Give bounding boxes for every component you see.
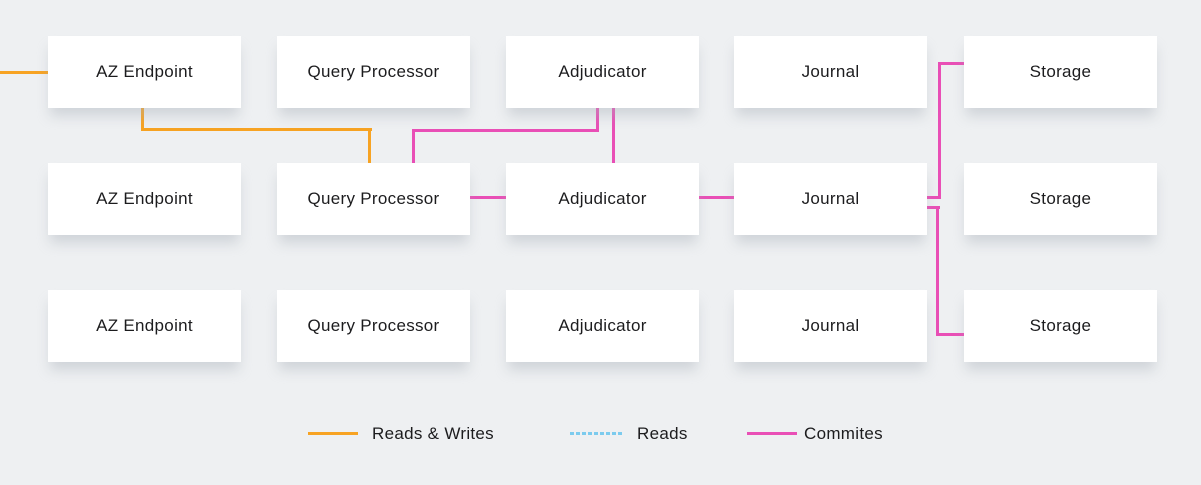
node-journal-row2: Journal [734, 163, 927, 235]
node-az-endpoint-row2: AZ Endpoint [48, 163, 241, 235]
edge-commits-adj1-qp2-h [412, 129, 599, 132]
node-az-endpoint-row1: AZ Endpoint [48, 36, 241, 108]
edge-commits-journal2-storage3-h2 [936, 333, 964, 336]
node-adjudicator-row1: Adjudicator [506, 36, 699, 108]
node-query-processor-row2: Query Processor [277, 163, 470, 235]
legend-label-reads: Reads [637, 424, 688, 443]
node-az-endpoint-row3: AZ Endpoint [48, 290, 241, 362]
edge-commits-journal2-storage3-v [936, 206, 939, 336]
edge-commits-qp2-adj2 [470, 196, 506, 199]
node-storage-row1: Storage [964, 36, 1157, 108]
node-query-processor-row3: Query Processor [277, 290, 470, 362]
edge-commits-journal2-storage1-h1 [927, 196, 941, 199]
node-adjudicator-row3: Adjudicator [506, 290, 699, 362]
legend-label-reads-writes: Reads & Writes [372, 424, 494, 443]
legend-swatch-reads-writes [308, 432, 358, 435]
edge-commits-journal2-storage1-v [938, 62, 941, 199]
node-storage-row3: Storage [964, 290, 1157, 362]
edge-commits-adj1-adj2 [612, 108, 615, 163]
legend-swatch-reads [570, 432, 624, 435]
edge-commits-adj1-qp2-v2 [412, 129, 415, 163]
edge-reads-writes-az1-qp2-h [141, 128, 372, 131]
legend-label-commits: Commites [804, 424, 883, 443]
legend-swatch-commits [747, 432, 797, 435]
edge-commits-adj2-journal2 [699, 196, 734, 199]
node-journal-row1: Journal [734, 36, 927, 108]
edge-commits-journal2-storage3-h1 [927, 206, 940, 209]
node-adjudicator-row2: Adjudicator [506, 163, 699, 235]
node-query-processor-row1: Query Processor [277, 36, 470, 108]
edge-reads-writes-external-az1 [0, 71, 48, 74]
edge-commits-journal2-storage1-h2 [938, 62, 964, 65]
node-journal-row3: Journal [734, 290, 927, 362]
edge-reads-writes-az1-qp2-v2 [368, 128, 371, 163]
node-storage-row2: Storage [964, 163, 1157, 235]
edge-commits-adj1-qp2-v1 [596, 108, 599, 132]
edge-reads-writes-az1-qp2-v1 [141, 108, 144, 131]
